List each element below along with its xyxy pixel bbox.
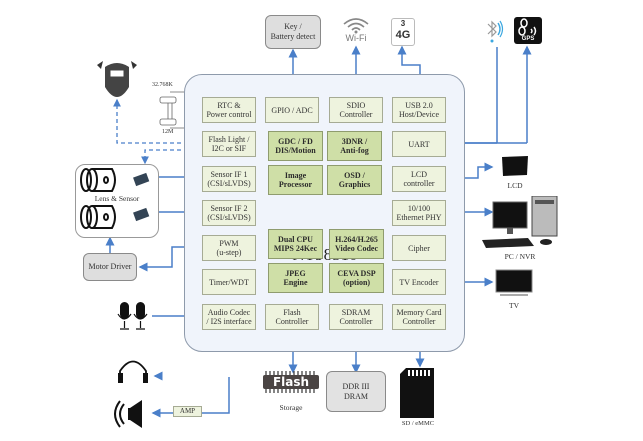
wifi-icon: Wi-Fi (340, 16, 372, 46)
storage-label: Storage (279, 403, 303, 412)
crystal-label-32k: 32.768K (152, 82, 173, 88)
crystal-12m (159, 118, 177, 126)
motor-driver[interactable]: Motor Driver (83, 253, 137, 281)
flash-storage-icon: Flash (262, 369, 320, 395)
wifi-label: Wi-Fi (345, 33, 367, 43)
speaker-icon (112, 396, 152, 432)
pc-nvr-icon (480, 195, 560, 250)
flash-chip-label: Flash (272, 375, 310, 389)
lens-sensor-module[interactable]: Lens & Sensor (75, 164, 159, 238)
gps-label: GPS (521, 36, 535, 42)
ddr3-dram[interactable]: DDR III DRAM (326, 371, 386, 412)
block-timer[interactable]: Timer/WDT (202, 269, 256, 295)
block-rtc[interactable]: RTC & Power control (202, 97, 256, 123)
block-audio-codec[interactable]: Audio Codec / I2S interface (202, 304, 256, 330)
block-pwm[interactable]: PWM (u-step) (202, 235, 256, 261)
block-gdc[interactable]: GDC / FD DIS/Motion (268, 131, 323, 161)
block-gpio[interactable]: GPIO / ADC (265, 97, 319, 123)
block-flash-controller[interactable]: Flash Controller (265, 304, 319, 330)
block-jpeg[interactable]: JPEG Engine (268, 263, 323, 293)
welding-helmet-icon (93, 55, 141, 100)
block-ethernet[interactable]: 10/100 Ethernet PHY (392, 200, 446, 226)
sd-emmc-label: SD / eMMC (401, 420, 435, 427)
wire-flashlight-helmet (113, 98, 202, 144)
tv-label: TV (509, 301, 519, 310)
microphone-icon (116, 300, 154, 332)
wire-flashlight-lens (141, 149, 202, 165)
amp-block[interactable]: AMP (173, 406, 202, 417)
lens-sensor-label: Lens & Sensor (94, 194, 140, 203)
block-dsp[interactable]: CEVA DSP (option) (329, 263, 384, 293)
wire-amp (202, 377, 230, 414)
block-lcd-controller[interactable]: LCD controller (392, 166, 446, 192)
block-sensor-if2[interactable]: Sensor IF 2 (CSI/sLVDS) (202, 200, 256, 226)
sd-card-icon (400, 368, 436, 418)
pc-nvr-label: PC / NVR (504, 252, 536, 261)
tv-icon (494, 268, 534, 298)
block-usb[interactable]: USB 2.0 Host/Device (392, 97, 446, 123)
block-tv-encoder[interactable]: TV Encoder (392, 269, 446, 295)
block-3dnr[interactable]: 3DNR / Anti-fog (327, 131, 382, 161)
block-osd[interactable]: OSD / Graphics (327, 165, 382, 195)
block-cipher[interactable]: Cipher (392, 235, 446, 261)
block-dual-cpu[interactable]: Dual CPU MIPS 24Kec (268, 229, 323, 259)
crystal-32k (159, 96, 177, 104)
3g-label: 3 (400, 19, 406, 28)
lcd-icon (500, 155, 530, 179)
block-image-processor[interactable]: Image Processor (268, 165, 323, 195)
block-sdram-controller[interactable]: SDRAM Controller (329, 304, 383, 330)
headphone-icon (116, 356, 152, 386)
cellular-4g-icon: 3 4G (391, 18, 415, 46)
crystal-label-12m: 12M (162, 129, 174, 135)
block-video-codec[interactable]: H.264/H.265 Video Codec (329, 229, 384, 259)
key-battery-detect[interactable]: Key / Battery detect (265, 15, 321, 49)
bluetooth-icon (484, 18, 504, 44)
4g-label: 4G (395, 29, 411, 41)
gps-icon: GPS (514, 17, 542, 44)
lcd-label: LCD (507, 181, 523, 190)
block-uart[interactable]: UART (392, 131, 446, 157)
block-sdio[interactable]: SDIO Controller (329, 97, 383, 123)
block-flash-light[interactable]: Flash Light / I2C or SIF (202, 131, 256, 157)
block-sensor-if1[interactable]: Sensor IF 1 (CSI/sLVDS) (202, 166, 256, 192)
block-memory-card[interactable]: Memory Card Controller (392, 304, 446, 330)
